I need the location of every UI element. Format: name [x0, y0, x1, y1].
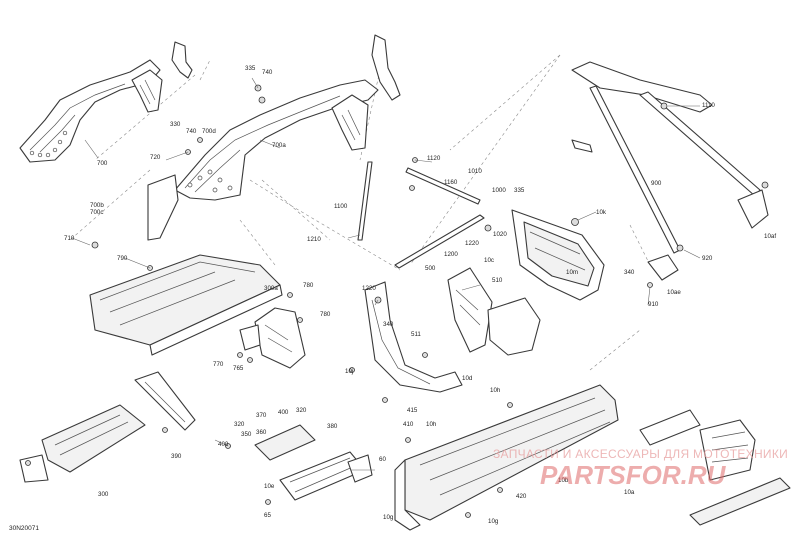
callout-400b: 400: [218, 441, 229, 448]
callout-leaders: [71, 77, 701, 471]
callout-300: 300: [98, 491, 109, 498]
callout-10af: 10af: [764, 233, 776, 240]
seat-base-left: [19, 371, 196, 483]
callout-10hb: 10h: [426, 421, 437, 428]
callout-10e: 10e: [264, 483, 275, 490]
callout-65: 65: [264, 512, 271, 519]
callout-1120: 1120: [427, 155, 441, 162]
callout-900: 900: [651, 180, 662, 187]
callout-370: 370: [256, 412, 267, 419]
tie-rods: [357, 161, 485, 269]
rear-floor-tray: [394, 384, 619, 531]
callout-511: 511: [411, 331, 421, 338]
callout-labels: 700 700b 700c 710 790 335 740 330 740 70…: [64, 65, 776, 525]
callout-415: 415: [407, 407, 418, 414]
callout-10j: 10j: [345, 368, 353, 375]
callout-10ae: 10ae: [667, 289, 681, 296]
callout-780a: 780: [303, 282, 314, 289]
callout-1220a: 1220: [465, 240, 479, 247]
callout-10gb: 10g: [488, 518, 499, 525]
callout-1100: 1100: [334, 203, 348, 210]
callout-765: 765: [233, 365, 244, 372]
callout-770: 770: [213, 361, 224, 368]
callout-10a: 10a: [624, 489, 635, 496]
skid-plate: [639, 409, 791, 526]
rear-strut-frame: [571, 61, 769, 281]
door-panel: [511, 209, 605, 301]
callout-330: 330: [170, 121, 181, 128]
callout-335b: 335: [514, 187, 525, 194]
callout-10d: 10d: [462, 375, 473, 382]
callout-910: 910: [648, 301, 659, 308]
watermark-tagline: ЗАПЧАСТИ И АКСЕССУАРЫ ДЛЯ МОТОТЕХНИКИ: [493, 447, 788, 461]
callout-1000: 1000: [492, 187, 506, 194]
callout-320b: 320: [296, 407, 307, 414]
callout-410: 410: [403, 421, 414, 428]
callout-700c: 700c: [90, 209, 103, 216]
callout-400a: 400: [278, 409, 289, 416]
callout-340b: 340: [624, 269, 635, 276]
callout-740b: 740: [186, 128, 197, 135]
callout-10m: 10m: [566, 269, 578, 276]
callout-320a: 320: [234, 421, 245, 428]
callout-700: 700: [97, 160, 108, 167]
callout-300a: 300a: [264, 285, 278, 292]
callout-700b: 700b: [90, 202, 104, 209]
callout-1200: 1200: [444, 251, 458, 258]
callout-340a: 340: [383, 321, 394, 328]
callout-700d: 700d: [202, 128, 216, 135]
callout-335a: 335: [245, 65, 256, 72]
door-arch-frame: [364, 267, 541, 393]
callout-380: 380: [327, 423, 338, 430]
callout-740a: 740: [262, 69, 273, 76]
callout-500: 500: [425, 265, 436, 272]
floor-panel: [89, 254, 283, 356]
watermark-logo: PARTSFOR.RU: [540, 460, 727, 490]
assembly-leader-lines: [69, 54, 651, 371]
callout-1020: 1020: [493, 231, 507, 238]
callout-1010: 1010: [468, 168, 482, 175]
callout-720: 720: [150, 154, 161, 161]
callout-60: 60: [379, 456, 386, 463]
callout-350: 350: [241, 431, 252, 438]
rops-frame-left: [19, 41, 193, 163]
callout-10k: 10k: [596, 209, 607, 216]
callout-1160: 1160: [444, 179, 458, 186]
callout-920: 920: [702, 255, 713, 262]
callout-10c: 10c: [484, 257, 494, 264]
callout-420: 420: [516, 493, 527, 500]
center-support-bracket: [254, 424, 373, 501]
callout-790: 790: [117, 255, 128, 262]
floor-brackets: [239, 307, 306, 369]
callout-510: 510: [492, 277, 503, 284]
callout-360: 360: [256, 429, 267, 436]
callout-10b: 10b: [558, 477, 569, 484]
callout-390: 390: [171, 453, 182, 460]
callout-10h: 10h: [490, 387, 501, 394]
callout-780b: 780: [320, 311, 331, 318]
rops-frame-main: [147, 34, 401, 241]
callout-1110: 1110: [702, 102, 715, 109]
callout-10ga: 10g: [383, 514, 394, 521]
callout-710: 710: [64, 235, 75, 242]
callout-1220b: 1220: [362, 285, 376, 292]
diagram-reference-id: 30N20071: [9, 525, 39, 532]
callout-1210: 1210: [307, 236, 321, 243]
callout-700a: 700a: [272, 142, 286, 149]
